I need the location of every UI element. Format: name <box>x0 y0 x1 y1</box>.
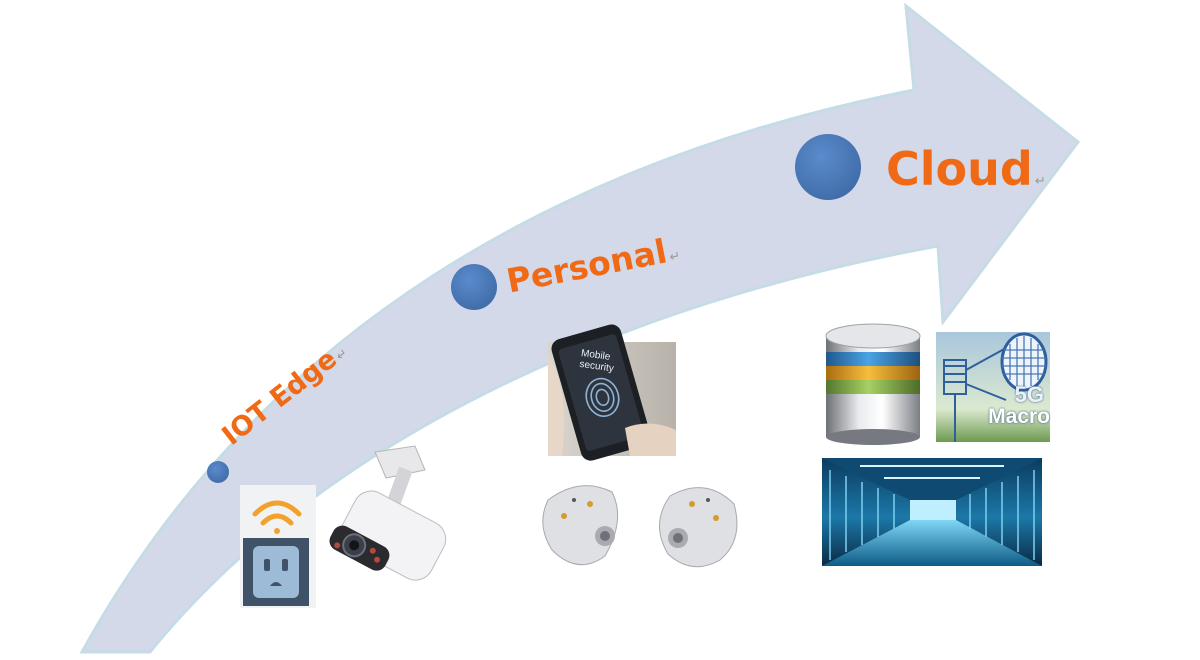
fingerprint-phone-icon <box>548 324 676 461</box>
smart-plug-icon <box>240 485 316 608</box>
antenna-tower-icon <box>936 332 1050 442</box>
tower-text-macro: Macro <box>988 405 1050 428</box>
data-center-icon <box>822 458 1042 566</box>
stage-dot-cloud <box>795 134 861 200</box>
stage-dot-iot <box>207 461 229 483</box>
database-icon <box>825 323 921 445</box>
security-camera-icon <box>329 445 447 581</box>
earbuds-icon <box>542 485 738 568</box>
tower-caption: 5G Macro <box>946 384 1050 428</box>
stage-label-cloud: Cloud↵ <box>886 142 1046 196</box>
stage-dot-personal <box>451 264 497 310</box>
tower-text-5g: 5G <box>1014 382 1044 407</box>
return-mark-icon: ↵ <box>1034 174 1046 189</box>
wifi-icon <box>252 500 302 534</box>
